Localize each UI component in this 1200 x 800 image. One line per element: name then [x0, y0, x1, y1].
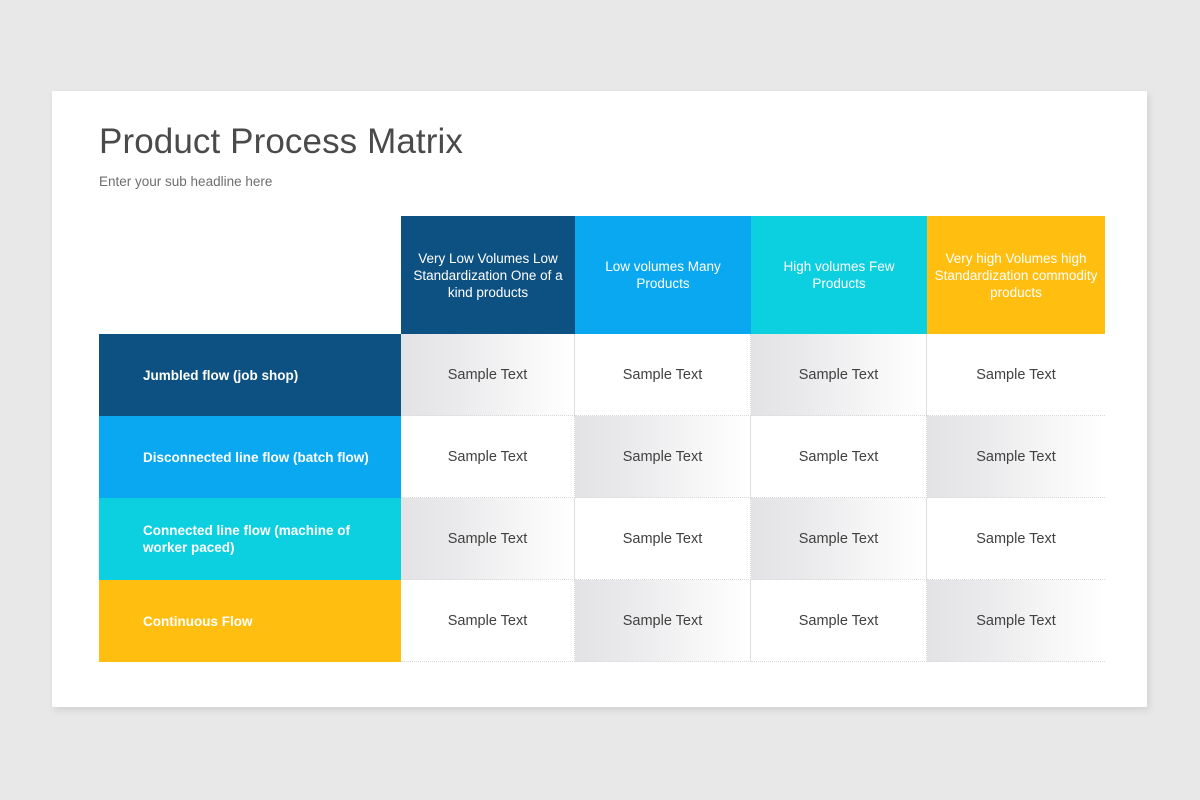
- matrix-cell-text: Sample Text: [447, 448, 528, 465]
- matrix-cell-text: Sample Text: [447, 366, 528, 383]
- matrix-cell-r3c1[interactable]: Sample Text: [401, 498, 575, 580]
- matrix-cell-r1c1[interactable]: Sample Text: [401, 334, 575, 416]
- matrix-cell-text: Sample Text: [798, 448, 879, 465]
- matrix-cell-r3c2[interactable]: Sample Text: [575, 498, 751, 580]
- matrix-cell-r4c2[interactable]: Sample Text: [575, 580, 751, 662]
- page-subtitle: Enter your sub headline here: [99, 174, 273, 189]
- row-header-4[interactable]: Continuous Flow: [99, 580, 401, 662]
- column-header-label: Low volumes Many Products: [605, 259, 721, 291]
- matrix-cell-r4c3[interactable]: Sample Text: [751, 580, 927, 662]
- matrix-cell-text: Sample Text: [622, 530, 703, 547]
- matrix-corner-spacer: [99, 216, 401, 334]
- matrix-cell-text: Sample Text: [976, 366, 1056, 383]
- matrix-cell-r1c4[interactable]: Sample Text: [927, 334, 1105, 416]
- matrix-cell-text: Sample Text: [622, 366, 703, 383]
- matrix-cell-r3c3[interactable]: Sample Text: [751, 498, 927, 580]
- column-header-2[interactable]: Low volumes Many Products: [575, 216, 751, 334]
- row-header-label: Jumbled flow (job shop): [143, 367, 299, 383]
- matrix-cell-r4c4[interactable]: Sample Text: [927, 580, 1105, 662]
- slide-card: Product Process Matrix Enter your sub he…: [52, 91, 1147, 707]
- product-process-matrix: Very Low Volumes Low Standardization One…: [99, 216, 1105, 666]
- column-header-label: High volumes Few Products: [783, 259, 895, 291]
- column-header-label: Very Low Volumes Low Standardization One…: [413, 250, 563, 300]
- matrix-cell-text: Sample Text: [447, 530, 528, 547]
- column-header-3[interactable]: High volumes Few Products: [751, 216, 927, 334]
- row-header-label: Disconnected line flow (batch flow): [143, 449, 369, 465]
- matrix-cell-text: Sample Text: [976, 530, 1056, 547]
- row-header-3[interactable]: Connected line flow (machine of worker p…: [99, 498, 401, 580]
- matrix-cell-text: Sample Text: [622, 448, 703, 465]
- matrix-grid: Very Low Volumes Low Standardization One…: [99, 216, 1105, 662]
- matrix-cell-text: Sample Text: [447, 612, 528, 629]
- matrix-cell-r2c2[interactable]: Sample Text: [575, 416, 751, 498]
- matrix-cell-text: Sample Text: [798, 530, 879, 547]
- matrix-cell-text: Sample Text: [976, 612, 1056, 629]
- row-header-1[interactable]: Jumbled flow (job shop): [99, 334, 401, 416]
- matrix-cell-text: Sample Text: [622, 612, 703, 629]
- matrix-cell-text: Sample Text: [976, 448, 1056, 465]
- column-header-1[interactable]: Very Low Volumes Low Standardization One…: [401, 216, 575, 334]
- matrix-cell-r2c3[interactable]: Sample Text: [751, 416, 927, 498]
- matrix-cell-r1c2[interactable]: Sample Text: [575, 334, 751, 416]
- column-header-4[interactable]: Very high Volumes high Standardization c…: [927, 216, 1105, 334]
- column-header-label: Very high Volumes high Standardization c…: [934, 250, 1098, 300]
- matrix-cell-r2c4[interactable]: Sample Text: [927, 416, 1105, 498]
- row-header-2[interactable]: Disconnected line flow (batch flow): [99, 416, 401, 498]
- matrix-cell-r1c3[interactable]: Sample Text: [751, 334, 927, 416]
- row-header-label: Continuous Flow: [143, 613, 253, 629]
- matrix-cell-r2c1[interactable]: Sample Text: [401, 416, 575, 498]
- row-header-label: Connected line flow (machine of worker p…: [143, 523, 351, 555]
- matrix-cell-r3c4[interactable]: Sample Text: [927, 498, 1105, 580]
- matrix-cell-text: Sample Text: [798, 366, 879, 383]
- matrix-cell-r4c1[interactable]: Sample Text: [401, 580, 575, 662]
- page-title: Product Process Matrix: [99, 122, 463, 161]
- matrix-cell-text: Sample Text: [798, 612, 879, 629]
